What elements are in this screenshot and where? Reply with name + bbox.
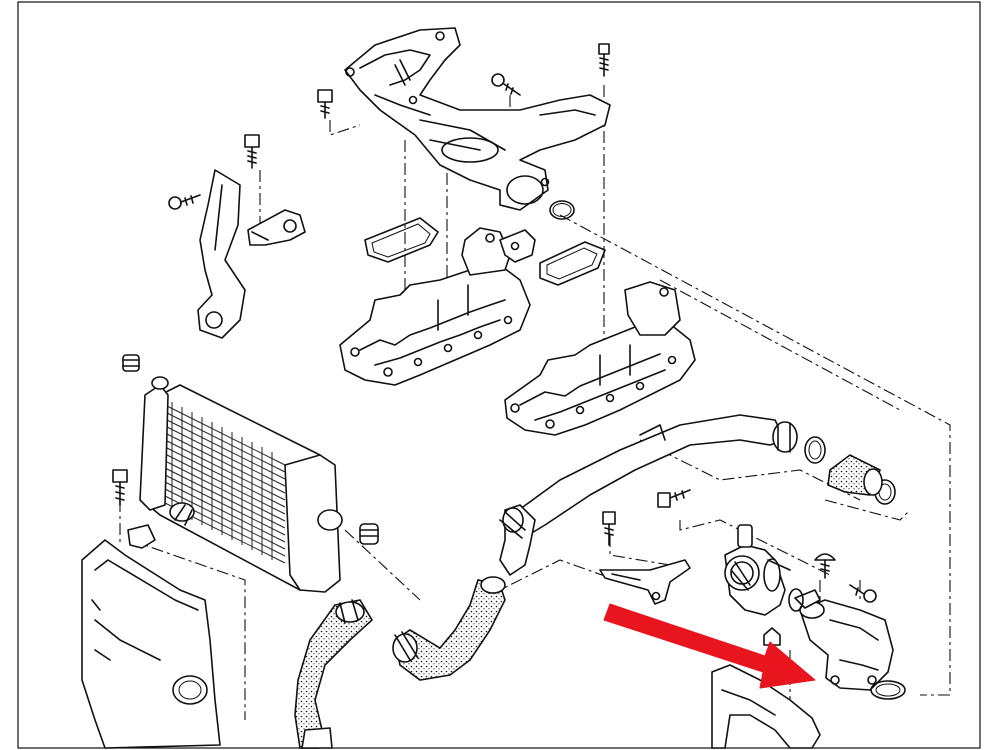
gasket-right: [539, 241, 606, 286]
throttle-body: [724, 524, 791, 616]
bolt-lower-right: [763, 627, 781, 646]
cylinder-head-cover-right: [504, 281, 696, 436]
o-ring-upper: [549, 200, 575, 220]
bolts: [112, 43, 877, 646]
intercooler: [139, 376, 343, 593]
bolt-top-2: [491, 73, 521, 96]
charge-hose-center: [392, 576, 506, 681]
clamp-cap-mid: [359, 523, 379, 545]
highlight-arrow: [603, 603, 816, 689]
clamp-cap-top: [122, 354, 140, 372]
o-ring-throttle: [788, 588, 804, 612]
bolt-right-3: [849, 584, 877, 603]
bolt-lower-left: [112, 469, 128, 506]
bolt-right-1: [602, 511, 616, 546]
bolt-top-3: [317, 89, 333, 119]
page-border: [17, 1, 981, 749]
mounting-bracket-left: [197, 169, 306, 339]
boost-hose-right: [827, 454, 883, 496]
leader-lines: [119, 85, 951, 720]
intake-manifold-upper: [344, 27, 611, 211]
heat-shield-left: [81, 524, 221, 749]
bolt-right-2: [814, 553, 836, 579]
thermostat-outlet-flange: [794, 589, 894, 691]
o-ring-lower: [870, 680, 906, 700]
bolt-middle: [657, 489, 691, 508]
charge-hose-left: [294, 599, 374, 749]
coolant-pipe: [499, 414, 798, 576]
cylinder-head-cover-left: [339, 227, 536, 386]
gasket-left: [364, 217, 439, 263]
bracket-lower: [599, 559, 691, 605]
bolt-left-1: [244, 134, 260, 169]
bolt-top-1: [598, 43, 610, 77]
bolt-left-2: [168, 194, 201, 210]
intercooler-fins: [164, 402, 286, 564]
